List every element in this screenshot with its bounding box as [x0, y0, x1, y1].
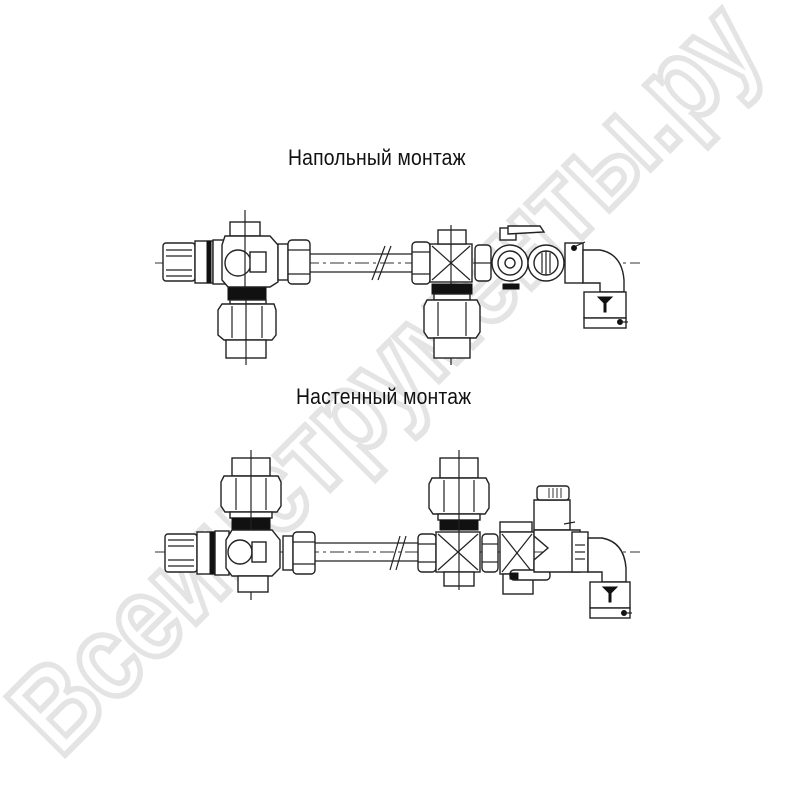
wall-tee-fitting: [417, 450, 499, 590]
floor-pipe: [310, 245, 412, 281]
wall-mixing-valve: [225, 529, 316, 593]
wall-left-union: [220, 450, 282, 600]
floor-mixing-valve: [221, 210, 311, 300]
floor-thermo-head: [162, 239, 228, 285]
floor-ball-valve: [474, 225, 565, 290]
floor-elbow: [564, 241, 628, 329]
floor-mount-assembly: [155, 210, 640, 365]
wall-elbow: [571, 531, 632, 619]
wall-mount-title: Настенный монтаж: [296, 384, 472, 409]
floor-mount-title: Напольный монтаж: [288, 145, 466, 170]
wall-safety-valve: [499, 485, 581, 595]
wall-mount-assembly: [155, 450, 640, 619]
floor-tee-fitting: [411, 225, 481, 365]
floor-left-union: [217, 287, 277, 365]
wall-pipe: [315, 535, 418, 571]
wall-thermo-head: [164, 530, 230, 576]
